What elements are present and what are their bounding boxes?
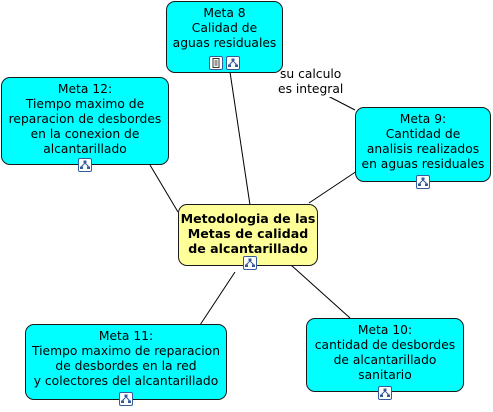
concept-map-link-icon[interactable] <box>416 175 430 189</box>
connector-center-meta11 <box>199 271 236 326</box>
connector-center-meta9 <box>308 170 358 204</box>
connector-center-meta12 <box>149 164 179 213</box>
goal-node-meta12[interactable]: Meta 12: Tiempo maximo de reparacion de … <box>1 77 169 172</box>
connector-center-meta10 <box>290 264 351 319</box>
goal-node-meta8[interactable]: Meta 8 Calidad de aguas residuales <box>166 1 283 73</box>
goal-text: Meta 8 Calidad de aguas residuales <box>172 6 277 50</box>
concept-map-link-icon[interactable] <box>243 256 257 270</box>
goal-node-meta11[interactable]: Meta 11: Tiempo maximo de reparacion de … <box>25 324 227 406</box>
concept-map-link-icon[interactable] <box>226 56 240 70</box>
concept-map-link-icon[interactable] <box>119 392 133 406</box>
central-node[interactable]: Metodologia de las Metas de calidad de a… <box>178 204 318 270</box>
concept-map-link-icon[interactable] <box>378 386 392 400</box>
goal-text: Meta 9: Cantidad de analisis realizados … <box>361 112 485 171</box>
central-text: Metodologia de las Metas de calidad de a… <box>180 211 316 256</box>
goal-text: Meta 10: cantidad de desbordes de alcant… <box>314 323 456 382</box>
connector-center-meta8 <box>229 71 251 206</box>
goal-text: Meta 12: Tiempo maximo de reparacion de … <box>8 82 162 156</box>
goal-text: Meta 11: Tiempo maximo de reparacion de … <box>31 329 220 388</box>
goal-node-meta9[interactable]: Meta 9: Cantidad de analisis realizados … <box>355 107 491 189</box>
goal-node-meta10[interactable]: Meta 10: cantidad de desbordes de alcant… <box>306 318 464 400</box>
document-icon[interactable] <box>209 56 223 70</box>
concept-map-link-icon[interactable] <box>78 158 92 172</box>
link-label: su calculo es integral <box>276 67 346 97</box>
